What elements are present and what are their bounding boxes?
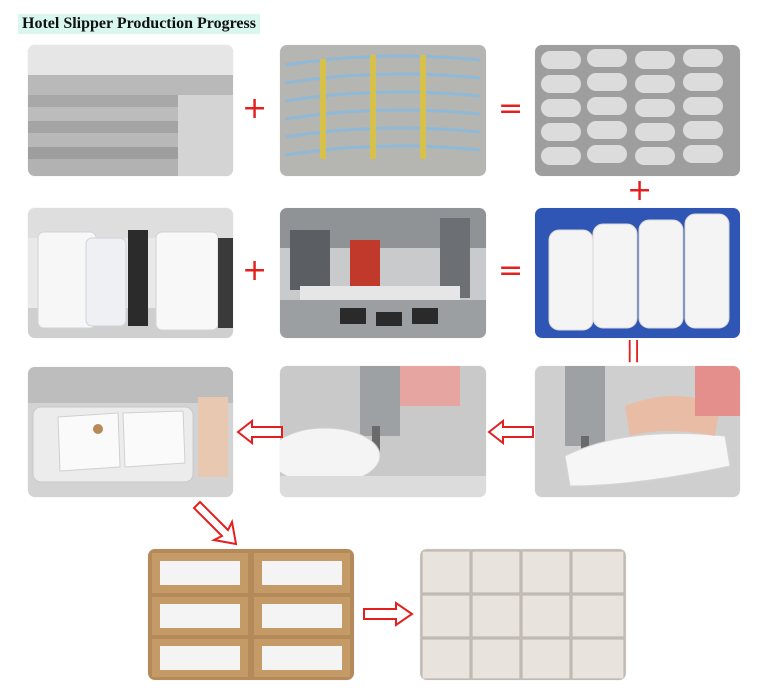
foam-rolls-photo [28, 208, 233, 338]
arrow-down-right-icon [192, 500, 238, 546]
fabric-stack-photo [28, 45, 233, 176]
plus-symbol: + [242, 253, 268, 288]
page-title: Hotel Slipper Production Progress [18, 14, 260, 34]
slipper-molds-photo [280, 45, 486, 176]
plus-symbol: + [242, 91, 268, 126]
arrow-right-icon [363, 601, 414, 627]
sewing-strap-photo [535, 366, 740, 497]
stacked-cartons-photo [420, 549, 626, 680]
boxed-slippers-photo [148, 549, 354, 680]
equals-symbol: = [498, 91, 524, 126]
arrow-left-icon [487, 419, 534, 445]
arrow-left-icon [236, 419, 283, 445]
cutting-machine-photo [280, 208, 486, 338]
plus-symbol-vertical: + [627, 173, 653, 208]
packing-slippers-photo [28, 367, 233, 497]
sewing-slipper-photo [280, 366, 486, 497]
equals-symbol: = [498, 253, 524, 288]
cut-insoles-photo [535, 208, 740, 338]
equals-symbol-vertical: || [626, 338, 641, 363]
slipper-soles-photo [535, 45, 740, 176]
